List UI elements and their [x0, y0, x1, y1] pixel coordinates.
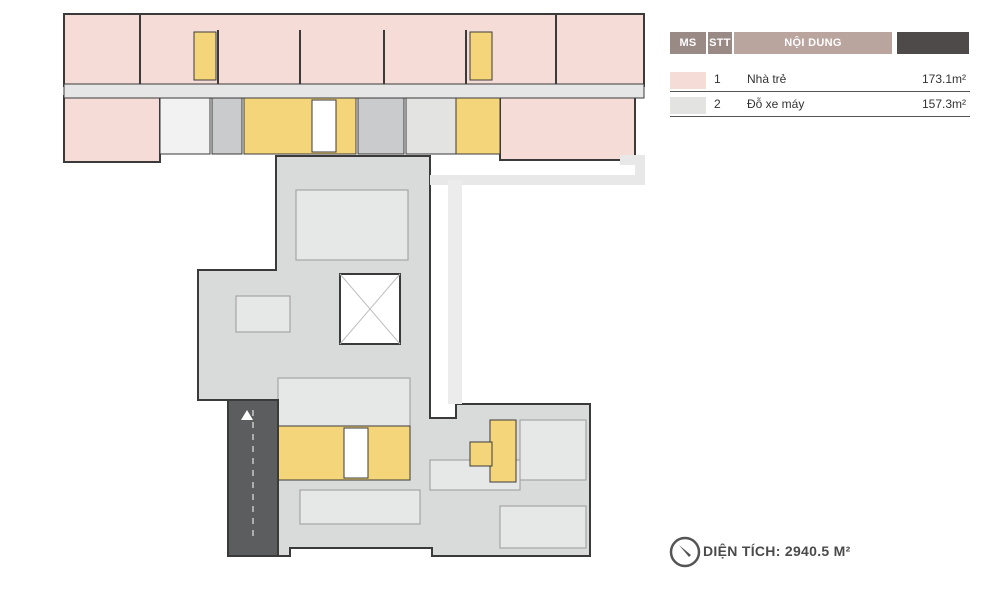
- legend-header-stt: STT: [708, 32, 732, 54]
- legend-row: 1 Nhà trẻ 173.1m²: [670, 69, 970, 92]
- nursery-block: [63, 13, 645, 163]
- legend-header-dark-cell: [897, 32, 969, 54]
- legend-header-ms: MS: [670, 32, 706, 54]
- legend-row-name: Nhà trẻ: [747, 72, 787, 86]
- service-band: [159, 97, 501, 155]
- floor-plan: [63, 13, 645, 557]
- legend-swatch-parking: [670, 97, 706, 114]
- legend-row-number: 2: [714, 97, 721, 111]
- legend-header-content: NỘI DUNG: [734, 32, 892, 54]
- legend-row-name: Đỗ xe máy: [747, 97, 805, 111]
- legend-swatch-nursery: [670, 72, 706, 89]
- landscape-outline: [430, 155, 645, 404]
- legend-row-area: 157.3m²: [921, 97, 966, 111]
- total-area-label: DIỆN TÍCH: 2940.5 M²: [703, 543, 851, 559]
- legend-row: 2 Đỗ xe máy 157.3m²: [670, 94, 970, 117]
- legend-row-number: 1: [714, 72, 721, 86]
- parking-area: [197, 155, 591, 557]
- compass-icon: [669, 536, 701, 568]
- legend-row-area: 173.1m²: [921, 72, 966, 86]
- ramp: [227, 399, 279, 557]
